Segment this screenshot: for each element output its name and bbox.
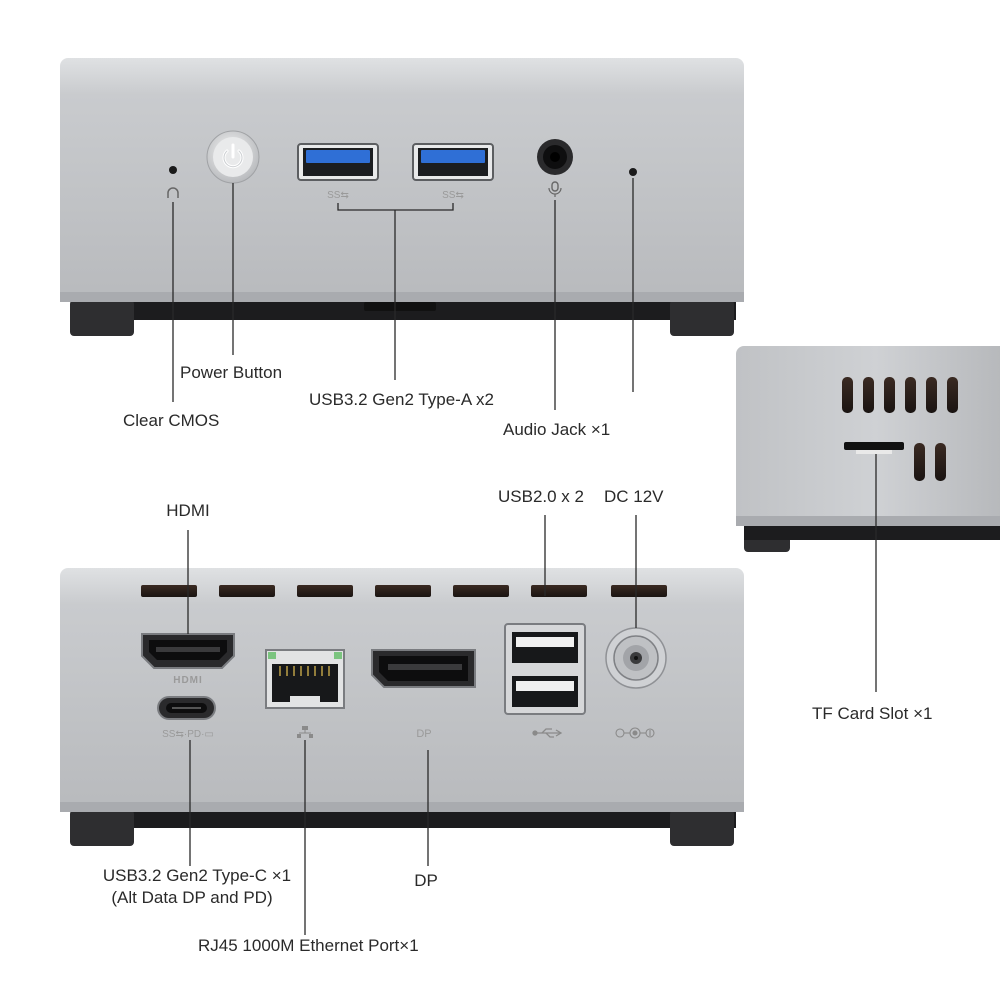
dc-polarity-icon xyxy=(615,727,655,739)
label-dc: DC 12V xyxy=(604,487,664,506)
side-panel xyxy=(736,346,1000,552)
usb-icon xyxy=(532,728,563,738)
side-vents-bottom xyxy=(914,443,946,481)
usb-a-port-1[interactable] xyxy=(297,143,379,181)
rear-panel: HDMI SS⇆·PD·▭ xyxy=(60,568,744,846)
label-usb-c-line1: USB3.2 Gen2 Type-C ×1 xyxy=(102,866,292,885)
side-vents-top xyxy=(842,377,958,413)
hdmi-mark: HDMI xyxy=(173,675,203,686)
front-chassis xyxy=(60,58,744,302)
rear-foot-right xyxy=(670,810,734,846)
usb-c-port[interactable] xyxy=(157,696,216,720)
usb-ss-mark-1: SS⇆ xyxy=(327,190,349,201)
label-clear-cmos: Clear CMOS xyxy=(123,411,220,430)
rear-chassis xyxy=(60,568,744,812)
power-button[interactable] xyxy=(206,130,260,184)
rj45-port[interactable] xyxy=(265,649,345,709)
headphone-icon xyxy=(167,187,179,198)
tf-card-slot[interactable] xyxy=(844,442,904,454)
power-icon xyxy=(222,143,244,169)
usb-ss-mark-2: SS⇆ xyxy=(442,190,464,201)
rear-foot-left xyxy=(70,810,134,846)
ethernet-icon xyxy=(297,726,313,738)
clear-cmos-hole xyxy=(169,166,177,174)
label-dp: DP xyxy=(414,871,438,890)
label-usb2: USB2.0 x 2 xyxy=(498,487,584,506)
rear-leader-lines xyxy=(187,515,637,935)
hdmi-port[interactable] xyxy=(141,633,235,669)
dp-mark: DP xyxy=(416,728,431,740)
front-foot-left xyxy=(70,300,134,336)
dc-jack[interactable] xyxy=(605,627,667,689)
side-chassis-edge xyxy=(736,516,1000,526)
usb2-port-stack[interactable] xyxy=(504,623,586,715)
label-audio-jack: Audio Jack ×1 xyxy=(503,420,611,439)
label-usb-a: USB3.2 Gen2 Type-A x2 xyxy=(309,390,494,409)
label-power-button: Power Button xyxy=(180,363,283,382)
front-leader-lines xyxy=(172,178,634,410)
reset-hole xyxy=(629,168,637,176)
mic-icon xyxy=(548,181,562,197)
front-slot xyxy=(364,302,436,311)
front-chassis-edge xyxy=(60,292,744,302)
label-rj45: RJ45 1000M Ethernet Port×1 xyxy=(198,936,419,955)
front-panel: SS⇆ SS⇆ xyxy=(60,58,744,336)
side-chassis xyxy=(736,346,1000,526)
rear-chassis-edge xyxy=(60,802,744,812)
audio-jack[interactable] xyxy=(537,139,573,175)
usb-a-port-2[interactable] xyxy=(412,143,494,181)
usb-c-mark: SS⇆·PD·▭ xyxy=(162,729,214,740)
label-tf-card: TF Card Slot ×1 xyxy=(812,704,933,723)
label-usb-c-line2: (Alt Data DP and PD) xyxy=(111,888,273,907)
displayport-port[interactable] xyxy=(371,649,476,688)
front-foot-right xyxy=(670,300,734,336)
rear-vents xyxy=(141,585,667,597)
label-hdmi: HDMI xyxy=(166,501,210,520)
